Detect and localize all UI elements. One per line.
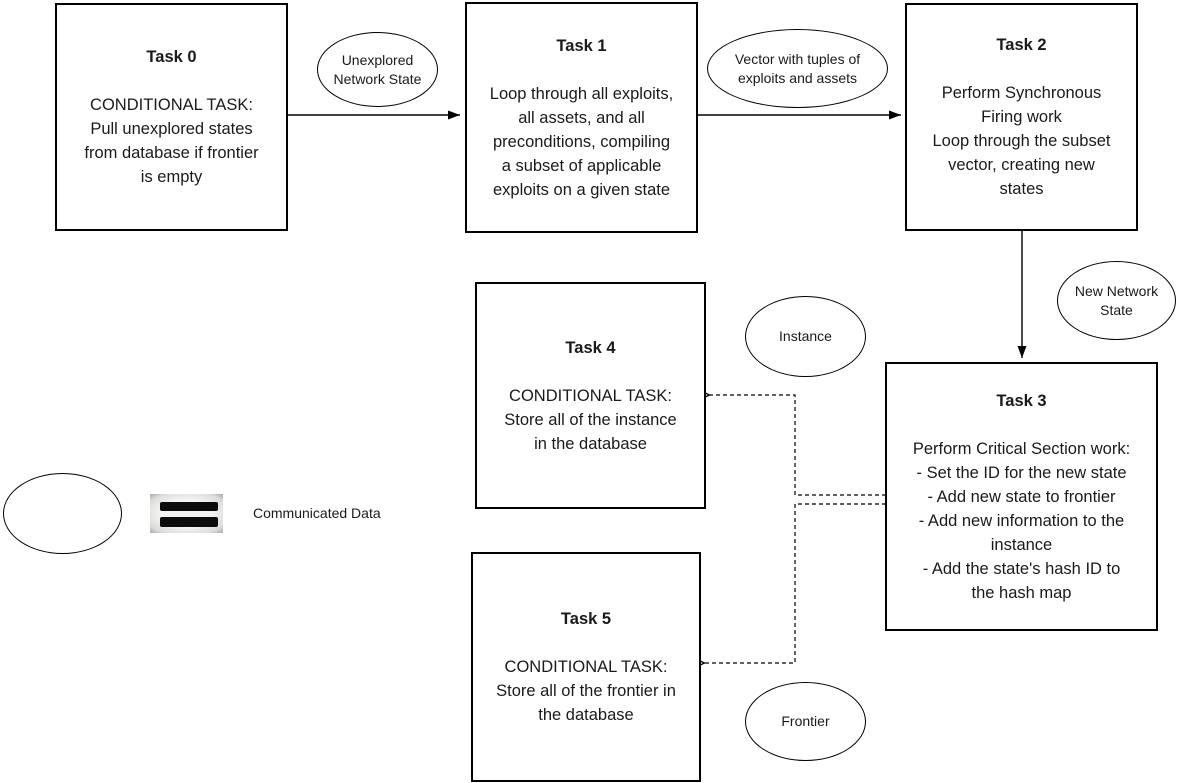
data-ellipse-instance: Instance <box>745 296 866 377</box>
task-1-title: Task 1 <box>556 36 607 55</box>
task-5-body: CONDITIONAL TASK: Store all of the front… <box>496 658 676 724</box>
task-4-title: Task 4 <box>565 338 616 357</box>
task-0-title: Task 0 <box>146 48 197 66</box>
legend-label: Communicated Data <box>253 505 381 521</box>
task-3-box: Task 3 Perform Critical Section work: - … <box>885 362 1158 631</box>
task-5-box: Task 5 CONDITIONAL TASK: Store all of th… <box>471 552 701 782</box>
task-1-body: Loop through all exploits, all assets, a… <box>489 84 674 199</box>
task-4-box: Task 4 CONDITIONAL TASK: Store all of th… <box>475 282 706 509</box>
data-ellipse-vector-tuples: Vector with tuples of exploits and asset… <box>707 29 888 108</box>
data-ellipse-new-network-state: New Network State <box>1057 261 1176 340</box>
task-4-body: CONDITIONAL TASK: Store all of the insta… <box>504 386 677 453</box>
equals-icon <box>150 494 223 533</box>
data-ellipse-unexplored-network-state: Unexplored Network State <box>317 32 438 107</box>
legend-ellipse-symbol <box>3 473 122 554</box>
task-2-body: Perform Synchronous Firing work Loop thr… <box>932 84 1111 198</box>
task-3-body: Perform Critical Section work: - Set the… <box>912 439 1131 602</box>
dashed-arrow-task3-to-task4 <box>709 395 886 496</box>
task-1-box: Task 1 Loop through all exploits, all as… <box>465 2 698 233</box>
equals-bar-top <box>160 502 218 511</box>
dashed-arrow-task3-to-task5 <box>704 503 886 663</box>
task-0-body: CONDITIONAL TASK: Pull unexplored states… <box>84 96 259 186</box>
task-2-box: Task 2 Perform Synchronous Firing work L… <box>905 3 1138 231</box>
equals-bar-bottom <box>160 517 218 527</box>
task-5-title: Task 5 <box>560 610 612 628</box>
task-2-title: Task 2 <box>996 36 1047 54</box>
task-0-box: Task 0 CONDITIONAL TASK: Pull unexplored… <box>55 3 288 231</box>
task-3-title: Task 3 <box>996 391 1047 410</box>
data-ellipse-frontier: Frontier <box>745 682 866 761</box>
